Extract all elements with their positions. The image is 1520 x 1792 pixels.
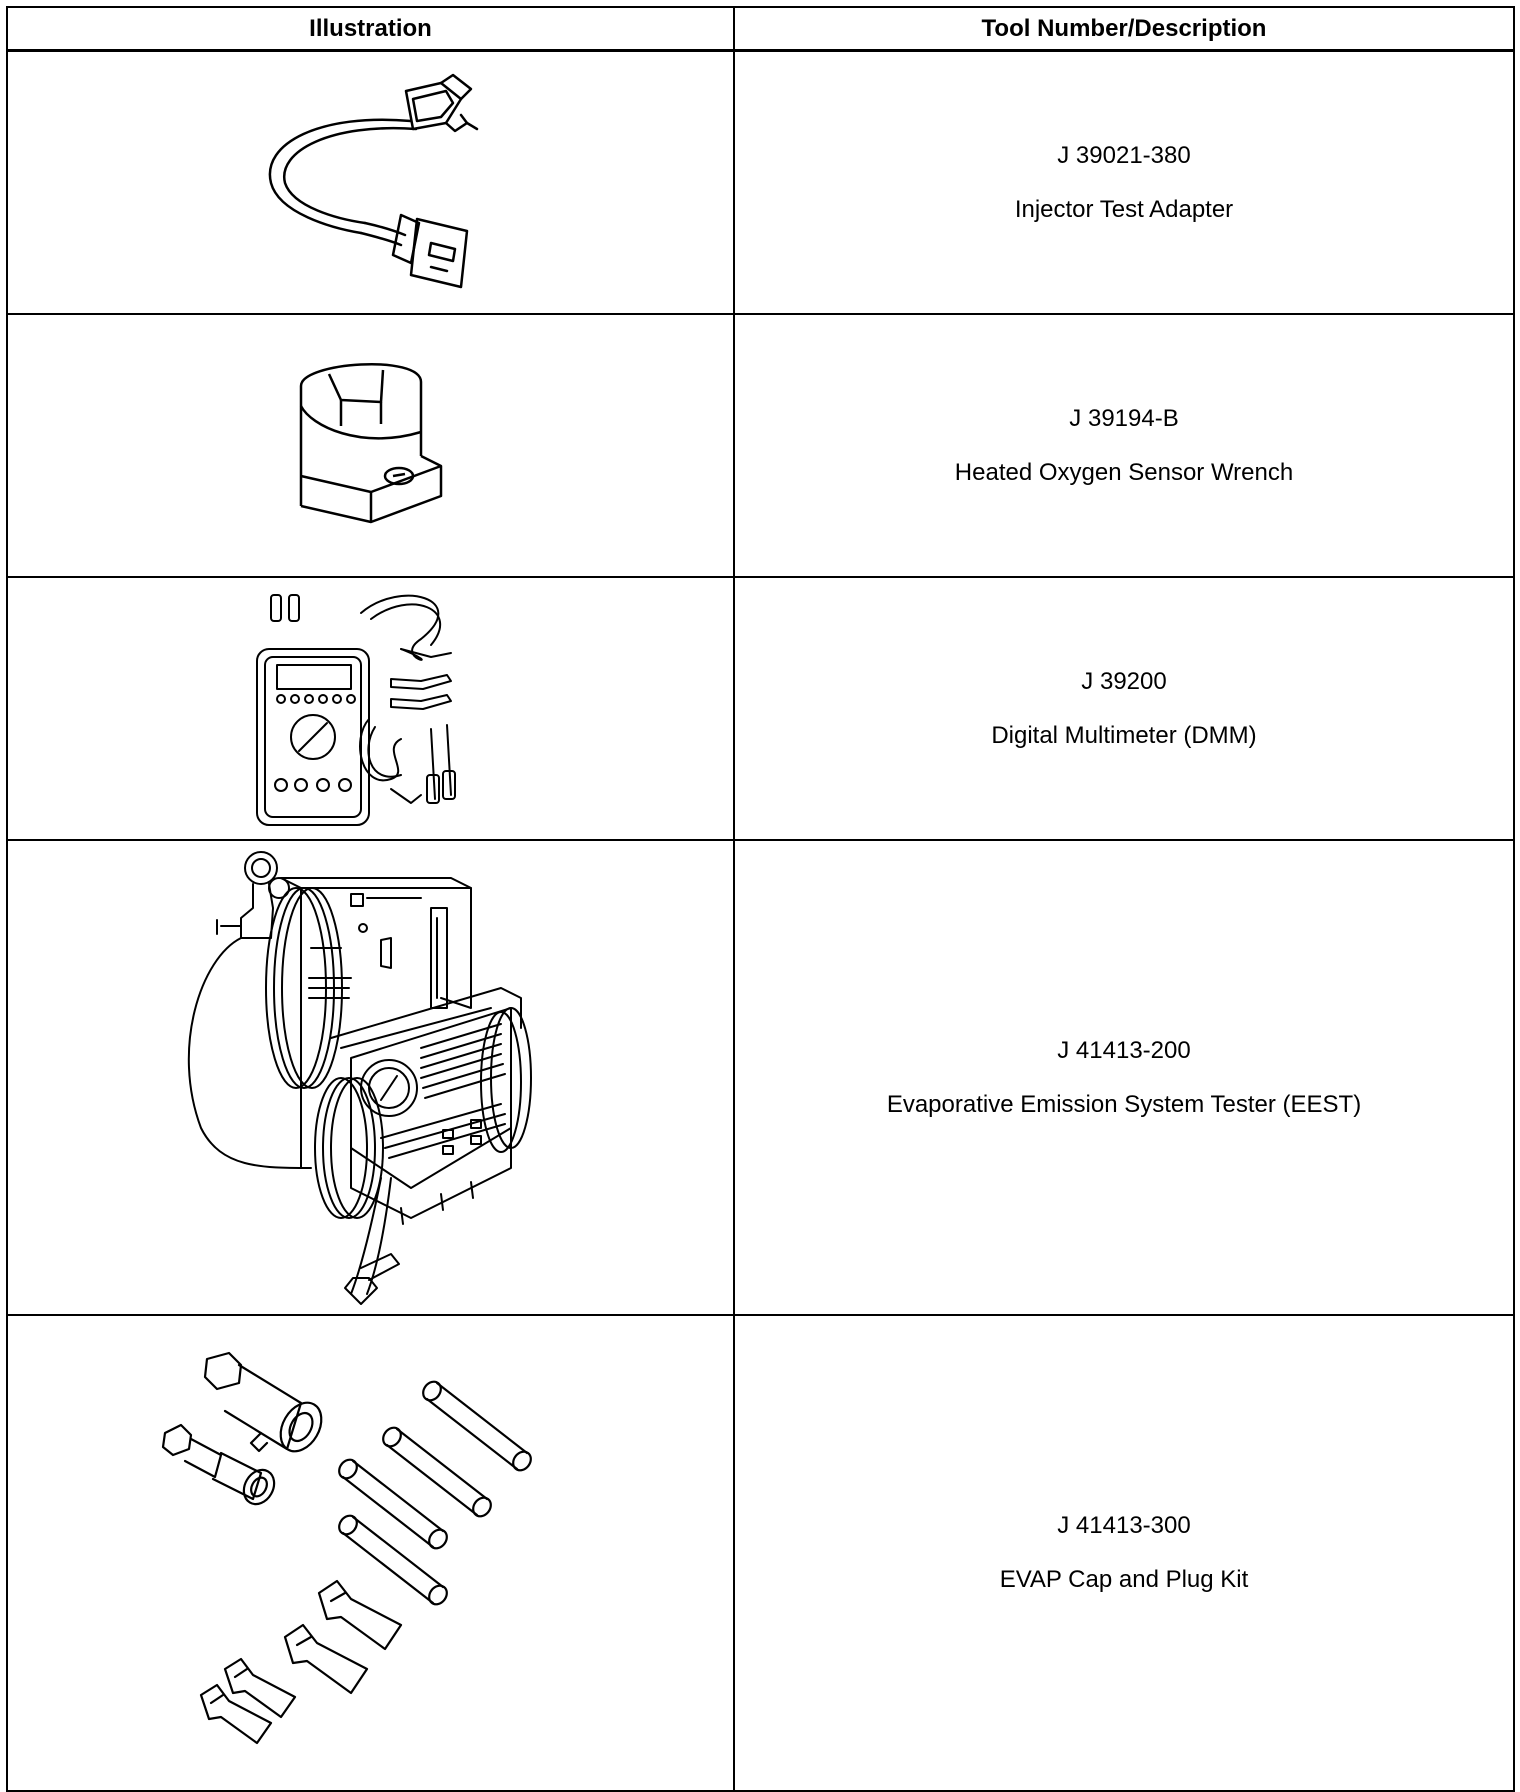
digital-multimeter-icon: [255, 593, 456, 826]
illustration-column-header: Illustration: [6, 6, 735, 52]
oxygen-sensor-wrench-icon: [299, 362, 442, 523]
table-row: J 39021-380 Injector Test Adapter: [6, 49, 1515, 315]
tool-number: J 39021-380: [1057, 141, 1191, 169]
illustration-cell: [6, 313, 735, 578]
table-row: J 39194-B Heated Oxygen Sensor Wrench: [6, 313, 1515, 578]
illustration-cell: [6, 839, 735, 1316]
evap-tester-icon: [187, 850, 532, 1305]
table-header-row: Illustration Tool Number/Description: [6, 6, 1515, 52]
tool-number: J 41413-300: [1057, 1512, 1191, 1539]
illustration-cell: [6, 1314, 735, 1792]
table-row: J 39200 Digital Multimeter (DMM): [6, 576, 1515, 841]
tool-description-cell: J 41413-300 EVAP Cap and Plug Kit: [733, 1314, 1515, 1792]
tool-description: EVAP Cap and Plug Kit: [999, 1566, 1249, 1593]
tool-number: J 39200: [1081, 667, 1167, 695]
tool-description: Evaporative Emission System Tester (EEST…: [886, 1090, 1362, 1118]
tool-description-cell: J 39021-380 Injector Test Adapter: [733, 49, 1515, 315]
tool-description: Injector Test Adapter: [1014, 195, 1234, 223]
tool-description-cell: J 39200 Digital Multimeter (DMM): [733, 576, 1515, 841]
tool-number: J 39194-B: [1069, 404, 1179, 432]
tool-description-cell: J 41413-200 Evaporative Emission System …: [733, 839, 1515, 1316]
injector-test-adapter-icon: [268, 73, 478, 288]
tool-description-cell: J 39194-B Heated Oxygen Sensor Wrench: [733, 313, 1515, 578]
table-row: J 41413-300 EVAP Cap and Plug Kit: [6, 1314, 1515, 1792]
illustration-cell: [6, 49, 735, 315]
tool-description: Digital Multimeter (DMM): [991, 721, 1257, 749]
evap-cap-plug-kit-icon: [161, 1351, 532, 1745]
tool-column-header: Tool Number/Description: [733, 6, 1515, 52]
tool-number: J 41413-200: [1057, 1036, 1191, 1064]
table-row: J 41413-200 Evaporative Emission System …: [6, 839, 1515, 1316]
special-tools-table: Illustration Tool Number/Description: [6, 6, 1515, 1792]
illustration-cell: [6, 576, 735, 841]
tool-description: Heated Oxygen Sensor Wrench: [954, 458, 1294, 486]
